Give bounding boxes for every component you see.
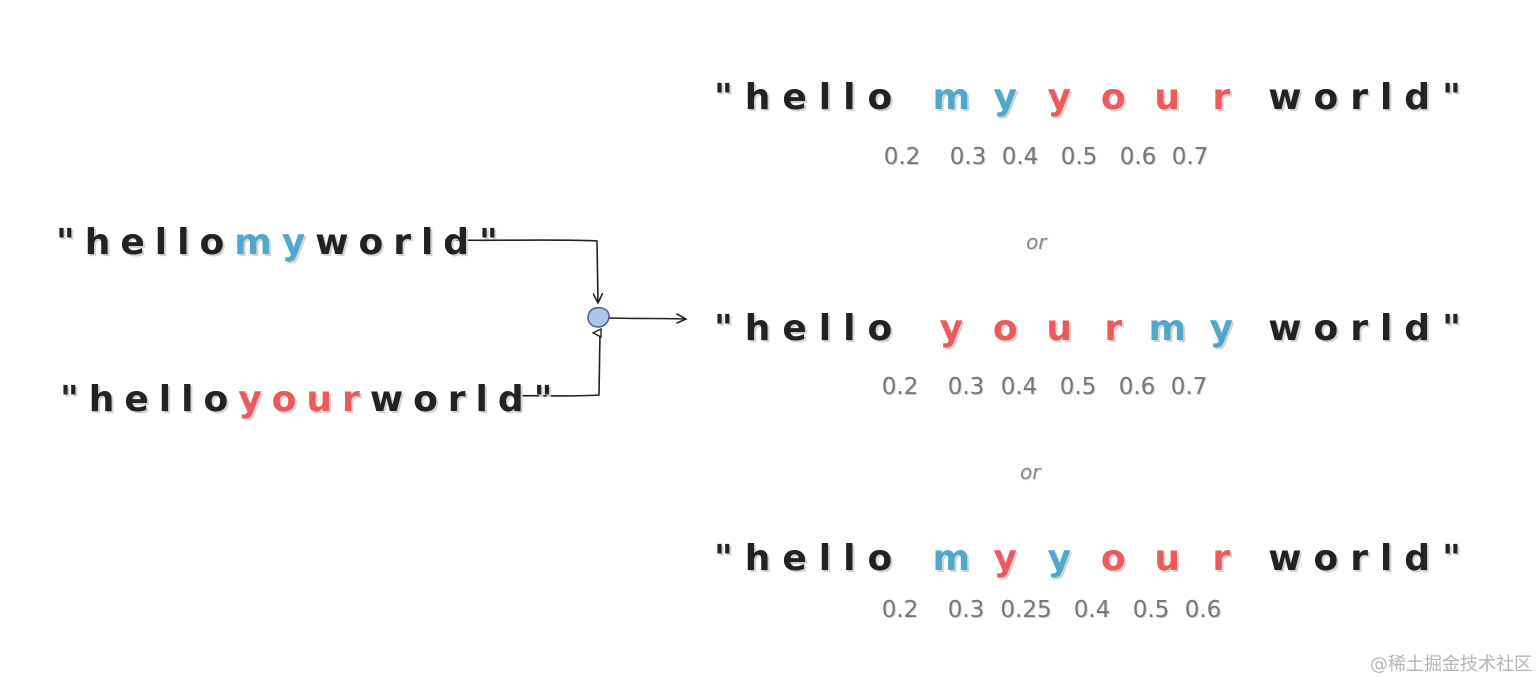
weight-label: 0.25 bbox=[1000, 597, 1052, 623]
result-2-suffix: world" bbox=[1268, 308, 1473, 349]
weight-label: 0.6 bbox=[1119, 144, 1157, 170]
result-3-letter: y bbox=[1047, 538, 1071, 579]
result-2-letter: y bbox=[939, 308, 963, 349]
result-3-weights: 0.2 0.3 0.25 0.4 0.5 0.6 bbox=[0, 597, 1540, 625]
weight-label: 0.2 bbox=[881, 374, 919, 400]
weight-label: 0.7 bbox=[1171, 144, 1209, 170]
weight-label: 0.3 bbox=[947, 597, 985, 623]
weight-label: 0.4 bbox=[1073, 597, 1111, 623]
merge-node bbox=[587, 306, 610, 328]
result-3-letter: y bbox=[993, 538, 1017, 579]
weight-label: 0.3 bbox=[949, 144, 987, 170]
result-2-letter: r bbox=[1104, 308, 1123, 349]
result-3-letter: m bbox=[932, 538, 970, 579]
weight-label: 0.6 bbox=[1118, 374, 1156, 400]
result-1-suffix: world" bbox=[1268, 77, 1473, 118]
weight-label: 0.4 bbox=[1000, 374, 1038, 400]
input-string-first: "hellomyworld" bbox=[56, 225, 508, 261]
weight-label: 0.5 bbox=[1059, 374, 1097, 400]
result-3-letter: o bbox=[1100, 538, 1126, 579]
connector-to-results bbox=[608, 318, 686, 319]
result-1-letter: y bbox=[993, 77, 1017, 118]
or-separator-2: or bbox=[1020, 460, 1041, 484]
result-1-letter: o bbox=[1100, 77, 1126, 118]
result-2-letter: y bbox=[1209, 308, 1233, 349]
input-second-insert: your bbox=[238, 379, 370, 420]
weight-label: 0.5 bbox=[1132, 597, 1170, 623]
result-3-suffix: world" bbox=[1268, 538, 1473, 579]
result-2-prefix: "hello bbox=[714, 308, 905, 349]
input-second-suffix: world" bbox=[369, 379, 563, 420]
weight-label: 0.3 bbox=[947, 374, 985, 400]
result-1-letter: y bbox=[1047, 77, 1071, 118]
result-2-letter: o bbox=[992, 308, 1018, 349]
weight-label: 0.2 bbox=[881, 597, 919, 623]
input-first-suffix: world" bbox=[315, 222, 508, 263]
or-separator-1: or bbox=[1026, 230, 1047, 254]
result-2-letter: u bbox=[1046, 308, 1073, 349]
input-first-prefix: "hello bbox=[56, 222, 235, 263]
result-1-prefix: "hello bbox=[714, 77, 905, 118]
result-3-prefix: "hello bbox=[714, 538, 905, 579]
weight-label: 0.5 bbox=[1060, 144, 1098, 170]
input-string-second: "helloyourworld" bbox=[60, 382, 562, 418]
result-1-weights: 0.2 0.3 0.4 0.5 0.6 0.7 bbox=[0, 144, 1540, 172]
input-first-insert: my bbox=[234, 222, 316, 263]
weight-label: 0.6 bbox=[1184, 597, 1222, 623]
result-3-letter: u bbox=[1154, 538, 1181, 579]
result-3-letter: r bbox=[1212, 538, 1231, 579]
weight-label: 0.7 bbox=[1170, 374, 1208, 400]
weight-label: 0.4 bbox=[1001, 144, 1039, 170]
result-2-letter: m bbox=[1148, 308, 1186, 349]
weight-label: 0.2 bbox=[883, 144, 921, 170]
result-1-letter: u bbox=[1154, 77, 1181, 118]
result-1-letter: m bbox=[932, 77, 970, 118]
watermark: @稀土掘金技术社区 bbox=[1370, 654, 1532, 675]
result-1-letter: r bbox=[1212, 77, 1231, 118]
result-2-weights: 0.2 0.3 0.4 0.5 0.6 0.7 bbox=[0, 374, 1540, 402]
input-second-prefix: "hello bbox=[60, 379, 239, 420]
